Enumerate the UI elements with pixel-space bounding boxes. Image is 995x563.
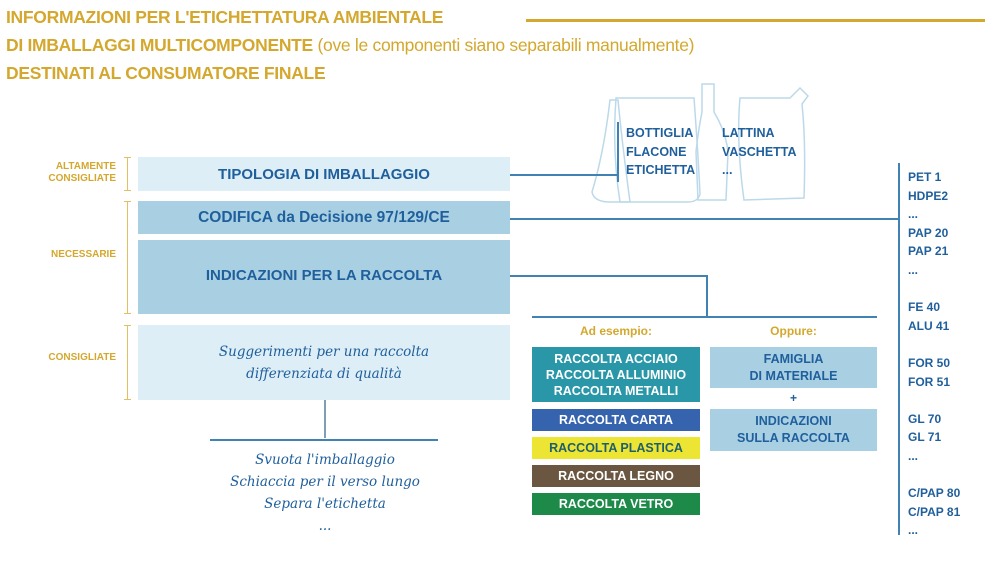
bottle-icon xyxy=(695,83,729,201)
connector-indicazioni-down xyxy=(706,275,708,316)
example-plastica: RACCOLTA PLASTICA xyxy=(532,437,700,459)
material-code xyxy=(908,391,960,410)
packaging-illustration xyxy=(591,83,809,203)
connector-tipologia xyxy=(510,174,617,176)
examples-heading: Ad esempio: xyxy=(579,324,652,338)
box-codifica: CODIFICA da Decisione 97/129/CE xyxy=(138,201,510,234)
title-line-1: INFORMAZIONI PER L'ETICHETTATURA AMBIENT… xyxy=(6,7,444,27)
level-label-line: ALTAMENTE xyxy=(55,161,116,172)
material-code: HDPE2 xyxy=(908,188,949,203)
material-code: C/PAP 80 xyxy=(908,486,961,501)
example-vetro: RACCOLTA VETRO xyxy=(532,493,700,515)
tips-list: Svuota l'imballaggio Schiaccia per il ve… xyxy=(190,449,460,537)
box-tipologia: TIPOLOGIA DI IMBALLAGGIO xyxy=(138,157,510,191)
material-code xyxy=(908,335,960,354)
connector-codifica xyxy=(510,218,898,220)
material-code: ... xyxy=(908,207,919,222)
level-label-line: CONSIGLIATE xyxy=(48,173,116,184)
tipologia-bracket xyxy=(617,122,619,182)
box-suggerimenti: Suggerimenti per una raccolta differenzi… xyxy=(138,325,510,400)
alternative-label: SULLA RACCOLTA xyxy=(737,431,850,445)
material-code: GL 71 xyxy=(908,430,942,445)
title-line-3: DESTINATI AL CONSUMATORE FINALE xyxy=(6,63,326,83)
example-metalli: RACCOLTA ACCIAIO RACCOLTA ALLUMINIO RACC… xyxy=(532,347,700,402)
packaging-type: VASCHETTA xyxy=(722,144,797,159)
alternative-label: DI MATERIALE xyxy=(749,368,838,383)
suggerimenti-line: Suggerimenti per una raccolta xyxy=(218,343,430,360)
level-consigliate: CONSIGLIATE xyxy=(48,352,116,363)
spout-pouch-icon xyxy=(737,86,809,201)
alternative-label: INDICAZIONI xyxy=(755,414,832,428)
material-code: C/PAP 81 xyxy=(908,504,961,519)
box-indicazioni: INDICAZIONI PER LA RACCOLTA xyxy=(138,240,510,314)
level-necessarie: NECESSARIE xyxy=(50,249,116,260)
packaging-type: ... xyxy=(722,163,733,177)
material-code: ... xyxy=(908,262,919,277)
bracket-consigliate xyxy=(124,325,131,400)
bracket-altamente xyxy=(124,157,131,191)
bracket-necessarie xyxy=(124,201,131,314)
alternative-label: FAMIGLIA xyxy=(763,351,824,366)
tip-item: Svuota l'imballaggio xyxy=(255,452,395,468)
example-carta: RACCOLTA CARTA xyxy=(532,409,700,431)
material-code: ... xyxy=(908,523,919,538)
material-code: FOR 50 xyxy=(908,355,951,370)
alternative-famiglia: FAMIGLIA DI MATERIALE xyxy=(710,347,877,388)
tip-item: ... xyxy=(318,518,332,534)
suggerimenti-line: differenziata di qualità xyxy=(246,365,402,382)
alternative-heading: Oppure: xyxy=(770,324,817,338)
title-rule xyxy=(526,19,985,22)
material-code xyxy=(908,280,960,299)
packaging-type: ETICHETTA xyxy=(626,163,696,177)
pouch-side-icon xyxy=(591,99,631,203)
tip-item: Separa l'etichetta xyxy=(264,496,386,512)
title-line-2-rest: (ove le componenti siano separabili manu… xyxy=(317,35,695,55)
material-code: FE 40 xyxy=(908,300,941,315)
tip-item: Schiaccia per il verso lungo xyxy=(230,474,420,490)
packaging-types-col2: LATTINA VASCHETTA ... xyxy=(722,124,797,180)
packaging-type: LATTINA xyxy=(722,126,775,140)
codes-bracket xyxy=(898,163,900,535)
packaging-type: FLACONE xyxy=(626,144,687,159)
title-line-2-bold: DI IMBALLAGGI MULTICOMPONENTE xyxy=(6,35,313,55)
material-code: ALU 41 xyxy=(908,318,950,333)
example-label: RACCOLTA ACCIAIO xyxy=(554,351,678,366)
connector-examples xyxy=(532,316,877,318)
material-codes: PET 1 HDPE2... PAP 20 PAP 21... FE 40 ALU 41 F… xyxy=(908,168,960,540)
material-code: ... xyxy=(908,448,919,463)
material-code: PET 1 xyxy=(908,170,942,184)
connector-suggerimenti xyxy=(324,400,326,438)
connector-indicazioni xyxy=(510,275,707,277)
example-legno: RACCOLTA LEGNO xyxy=(532,465,700,487)
title-line-2: DI IMBALLAGGI MULTICOMPONENTE (ove le co… xyxy=(6,35,694,56)
material-code: FOR 51 xyxy=(908,374,951,389)
example-label: RACCOLTA METALLI xyxy=(553,383,679,398)
packaging-type: BOTTIGLIA xyxy=(626,126,694,140)
alternative-indicazioni: INDICAZIONI SULLA RACCOLTA xyxy=(710,409,877,451)
example-label: RACCOLTA ALLUMINIO xyxy=(545,367,687,382)
material-code: PAP 20 xyxy=(908,225,949,240)
material-code xyxy=(908,466,960,485)
material-code: GL 70 xyxy=(908,411,942,426)
connector-tips xyxy=(210,439,438,441)
level-altamente-consigliate: ALTAMENTE CONSIGLIATE xyxy=(6,161,116,185)
plus-sign: + xyxy=(789,391,797,405)
packaging-types-col1: BOTTIGLIA FLACONE ETICHETTA xyxy=(626,124,695,180)
material-code: PAP 21 xyxy=(908,244,949,259)
